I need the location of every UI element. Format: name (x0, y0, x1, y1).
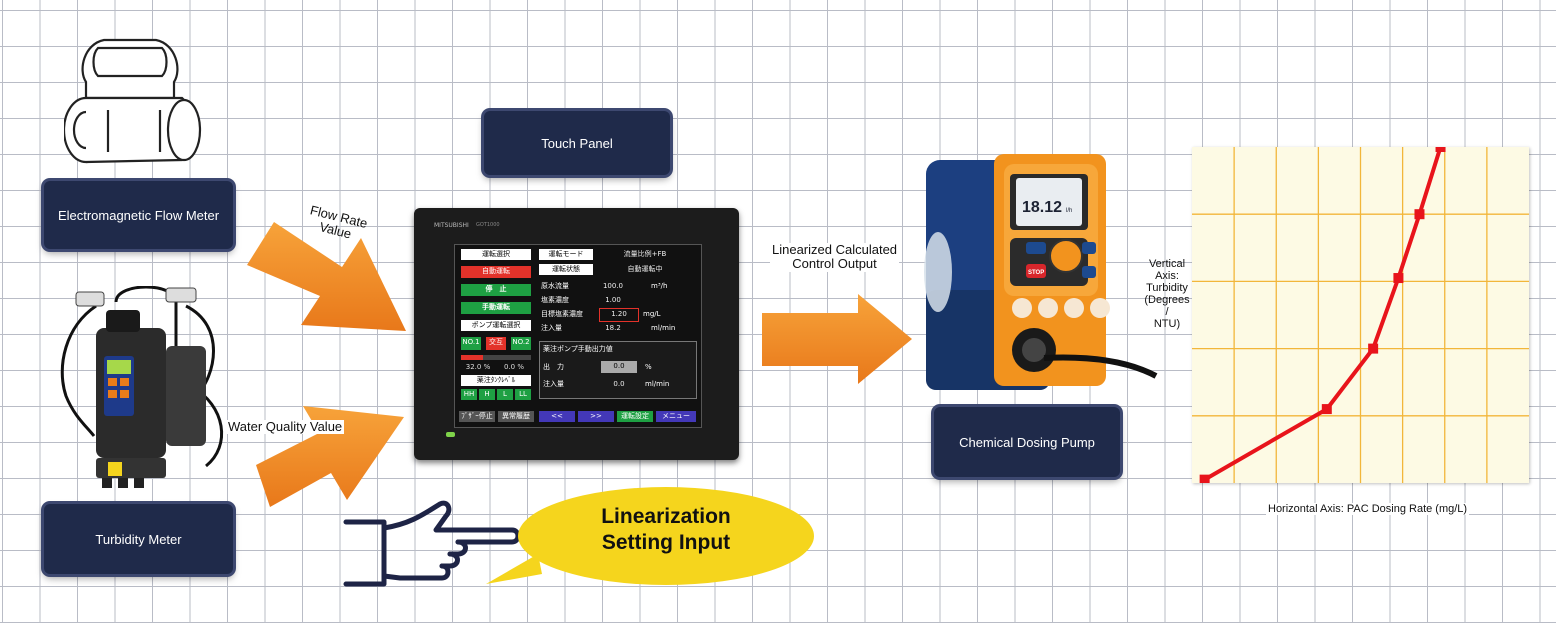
pump-display-unit: l/h (1066, 208, 1072, 214)
output-input[interactable]: 0.0 (601, 361, 637, 373)
chlorine-value: 1.00 (605, 296, 621, 304)
turbidity-meter-box: Turbidity Meter (44, 504, 233, 574)
flow-meter-illustration (64, 38, 202, 164)
horizontal-axis-label: Horizontal Axis: PAC Dosing Rate (mg/L) (1266, 503, 1470, 516)
touch-panel-label: Touch Panel (541, 135, 613, 151)
bar-left-value: 32.0 % (465, 363, 491, 371)
hmi-screen: 運転選択 自動運転 停 止 手動運転 ポンプ運転選択 NO.1 交互 NO.2 … (454, 244, 702, 428)
pointing-hand-icon (343, 500, 520, 587)
turbidity-meter-illustration (60, 286, 223, 488)
inject-unit: ml/min (651, 324, 676, 332)
chart-data-point (1368, 343, 1379, 354)
chart-data-point (1435, 147, 1446, 152)
pump-display-value: 18.12 (1022, 199, 1062, 216)
hmi-model: GOT1000 (476, 222, 500, 228)
speech-bubble-tail (486, 554, 542, 584)
vertical-axis-label: Vertical Axis: Turbidity (Degrees / NTU) (1144, 258, 1190, 331)
level-l: L (497, 389, 513, 400)
tank-level-fill (461, 355, 484, 360)
chart-data-point (1321, 404, 1332, 415)
chart-svg (1192, 147, 1529, 483)
op-mode-label: 運転モード (539, 249, 593, 260)
inject-label: 注入量 (541, 324, 562, 332)
level-hh: HH (461, 389, 477, 400)
tank-level-bar (461, 355, 531, 360)
speech-bubble (518, 487, 814, 585)
pump-stop-label: STOP (1028, 270, 1044, 276)
op-state-label: 運転状態 (539, 264, 593, 275)
buzzer-stop-button[interactable]: ﾌﾞｻﾞｰ停止 (459, 411, 495, 422)
chart-data-point (1393, 273, 1404, 284)
stop-button[interactable]: 停 止 (461, 284, 531, 296)
flow-rate-arrow (247, 222, 406, 331)
op-settings-button[interactable]: 運転設定 (617, 411, 653, 422)
hmi-power-led (446, 432, 455, 437)
chart-data-point (1199, 474, 1210, 483)
water-quality-label: Water Quality Value (226, 419, 345, 435)
target-chlorine-label: 目標塩素濃度 (541, 310, 583, 318)
linearization-chart (1192, 147, 1529, 483)
water-quality-arrow (256, 406, 404, 507)
prev-page-button[interactable]: << (539, 411, 575, 422)
op-state-value: 自動運転中 (627, 265, 663, 273)
manual-output-title: 薬注ポンプ手動出力値 (543, 345, 613, 353)
chlorine-label: 塩素濃度 (541, 296, 569, 304)
bubble-line-2: Setting Input (601, 531, 731, 554)
raw-flow-unit: m³/h (651, 282, 668, 290)
manual-inject-unit: ml/min (645, 380, 670, 388)
raw-flow-label: 原水流量 (541, 282, 569, 290)
pump-select-header: ポンプ運転選択 (461, 320, 531, 331)
dosing-pump-illustration: 18.12 l/h STOP (924, 154, 1158, 390)
manual-inject-value: 0.0 (613, 380, 625, 388)
target-chlorine-unit: mg/L (643, 310, 661, 318)
auto-run-button[interactable]: 自動運転 (461, 266, 531, 278)
chart-data-point (1414, 209, 1425, 220)
chart-series-line (1203, 147, 1443, 482)
manual-run-button[interactable]: 手動運転 (461, 302, 531, 314)
pump-no1-button[interactable]: NO.1 (461, 337, 481, 350)
touch-panel-box: Touch Panel (484, 111, 670, 175)
inject-value: 18.2 (605, 324, 621, 332)
control-output-arrow (762, 294, 912, 384)
hmi-brand: MITSUBISHI (434, 222, 469, 229)
level-h: H (479, 389, 495, 400)
target-chlorine-input[interactable]: 1.20 (599, 308, 639, 322)
next-page-button[interactable]: >> (578, 411, 614, 422)
bar-right-value: 0.0 % (503, 363, 524, 371)
flow-meter-label: Electromagnetic Flow Meter (57, 207, 220, 223)
manual-inject-label: 注入量 (543, 380, 564, 388)
linearized-output-label: Linearized Calculated Control Output (770, 242, 900, 272)
output-unit: % (645, 363, 652, 371)
output-label: 出 力 (543, 363, 564, 371)
pump-no2-button[interactable]: NO.2 (511, 337, 531, 350)
flow-meter-box: Electromagnetic Flow Meter (44, 181, 233, 249)
level-ll: LL (515, 389, 531, 400)
alarm-history-button[interactable]: 異常履歴 (498, 411, 534, 422)
touch-panel-device: MITSUBISHI GOT1000 運転選択 自動運転 停 止 手動運転 ポン… (414, 208, 739, 460)
tank-level-header: 薬注ﾀﾝｸﾚﾍﾞﾙ (461, 375, 531, 386)
op-mode-value: 流量比例+FB (623, 250, 667, 258)
bubble-line-1: Linearization (601, 505, 731, 528)
raw-flow-value: 100.0 (602, 282, 624, 290)
dosing-pump-box: Chemical Dosing Pump (934, 407, 1120, 477)
turbidity-meter-label: Turbidity Meter (95, 531, 182, 547)
pump-alternate-button[interactable]: 交互 (486, 337, 506, 350)
dosing-pump-label: Chemical Dosing Pump (959, 434, 1095, 450)
linearization-setting-text: Linearization Setting Input (560, 504, 772, 556)
op-select-header: 運転選択 (461, 249, 531, 260)
menu-button[interactable]: メニュー (656, 411, 696, 422)
